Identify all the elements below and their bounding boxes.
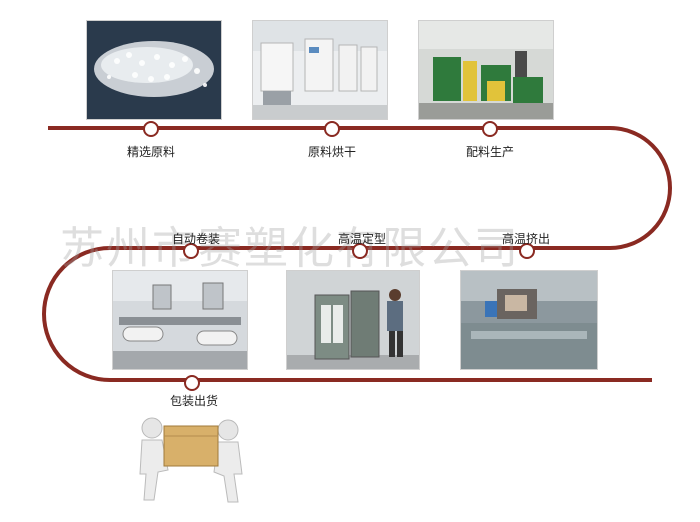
step-label-setting: 高温定型 (337, 232, 387, 246)
node-step-7 (184, 375, 200, 391)
compounding-line-photo (418, 20, 554, 120)
drying-machines-photo (252, 20, 388, 120)
node-step-4 (519, 243, 535, 259)
packaging-figures-image (118, 414, 258, 510)
step-label-extrusion: 高温挤出 (501, 232, 551, 246)
node-step-6 (183, 243, 199, 259)
step-label-packaging: 包装出货 (169, 394, 219, 408)
step-label-drying: 原料烘干 (307, 145, 357, 159)
node-step-3 (482, 121, 498, 137)
node-step-1 (143, 121, 159, 137)
setting-oven-photo (286, 270, 420, 370)
raw-material-photo (86, 20, 222, 120)
winding-machine-photo (112, 270, 248, 370)
step-label-select-materials: 精选原料 (126, 145, 176, 159)
node-step-2 (324, 121, 340, 137)
step-label-winding: 自动卷装 (171, 232, 221, 246)
watermark-text: 苏州市赛塑化有限公司 (60, 223, 520, 274)
step-label-compounding: 配料生产 (465, 145, 515, 159)
extrusion-photo (460, 270, 598, 370)
node-step-5 (352, 243, 368, 259)
